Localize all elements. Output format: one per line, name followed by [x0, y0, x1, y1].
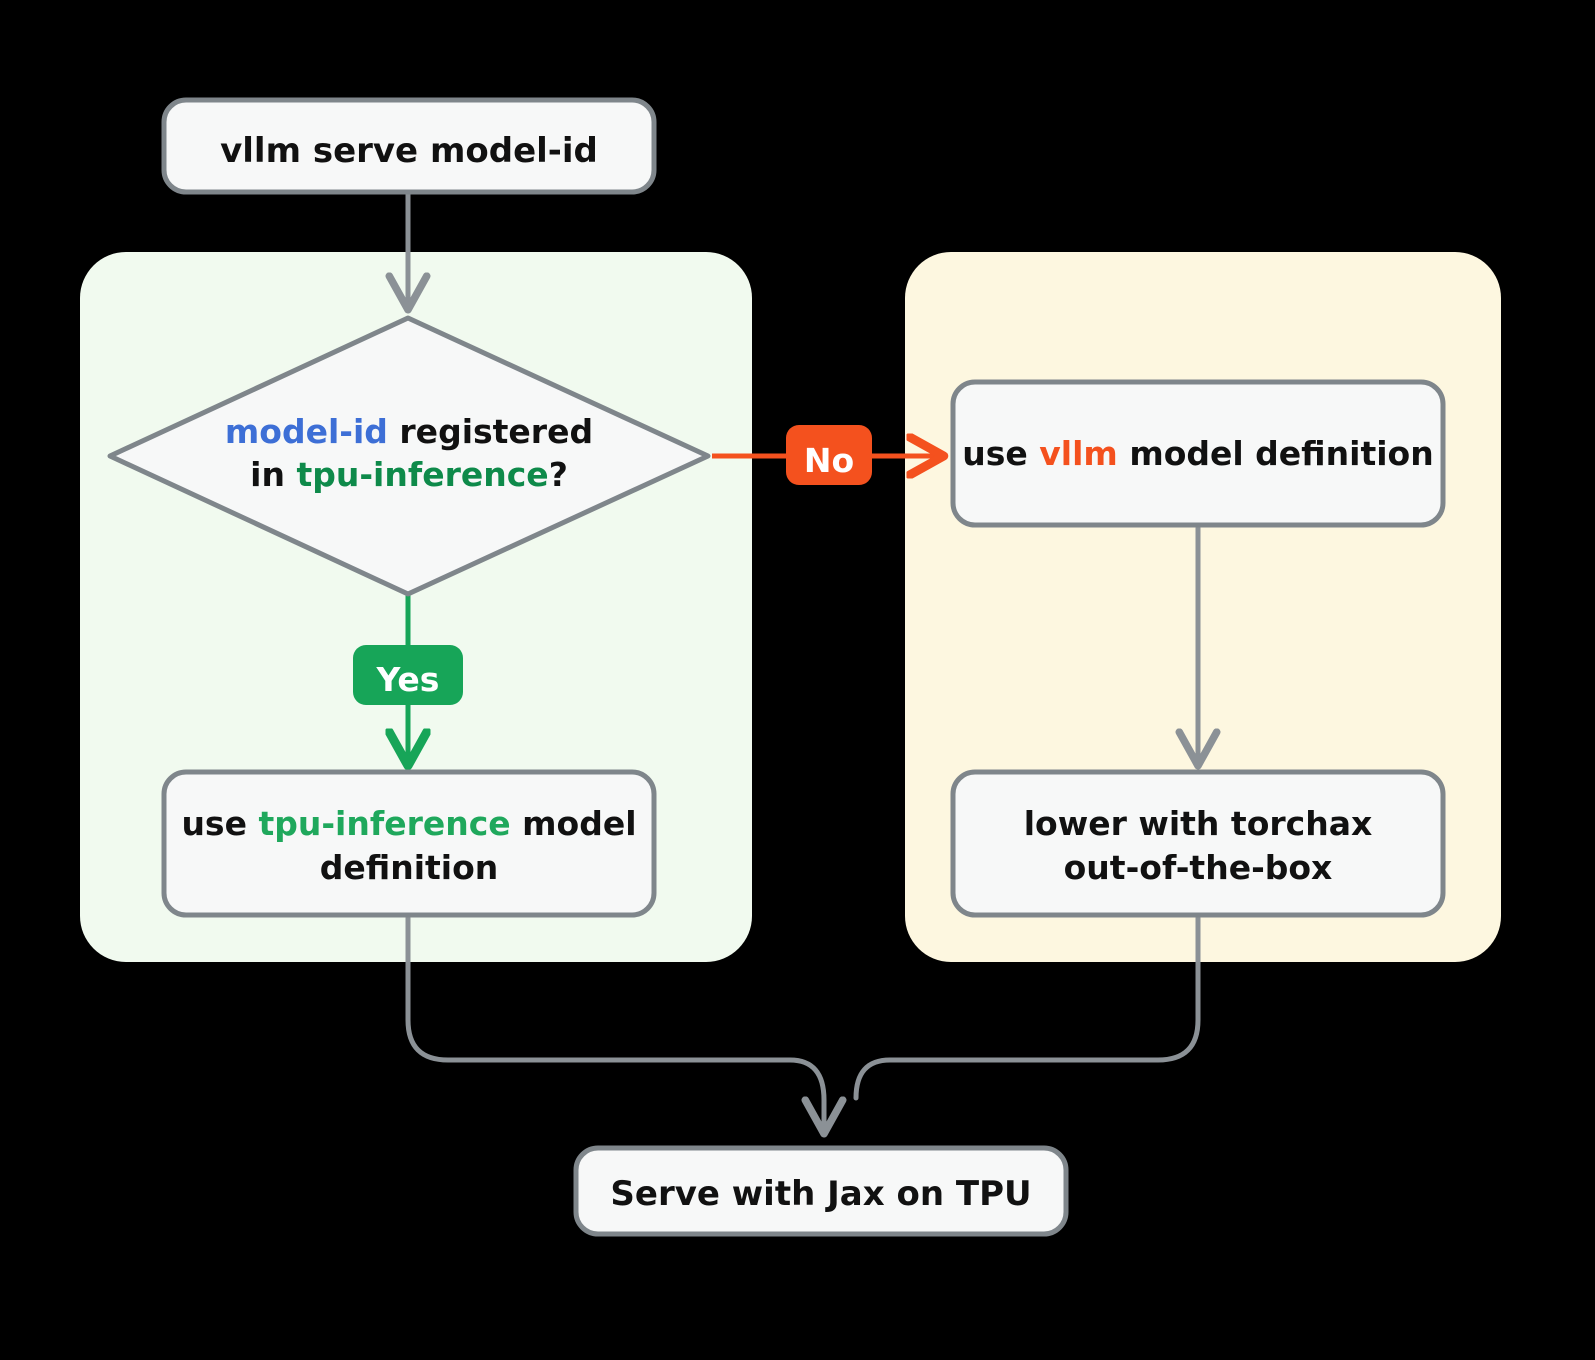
no-badge-shape	[786, 425, 872, 485]
edge-tpu-inference-to-serve	[405, 915, 793, 1063]
vllm-node-vllm-token: vllm	[1039, 434, 1118, 473]
serve-node[interactable]: Serve with Jax on TPU	[573, 1145, 1069, 1237]
yes-badge-label: Yes	[376, 660, 440, 699]
serve-node-shape	[573, 1145, 1069, 1237]
decision-question-token: ?	[549, 455, 568, 494]
start-node[interactable]: vllm serve model-id	[161, 97, 657, 195]
vllm-node-use-token: use	[962, 434, 1039, 473]
vllm-node[interactable]: use vllm model definition	[950, 379, 1446, 528]
torchax-node-line2: out-of-the-box	[1064, 848, 1333, 887]
decision-registered-token: registered	[388, 412, 593, 451]
decision-model-id-token: model-id	[225, 412, 388, 451]
edge-merge-right-join	[853, 1057, 893, 1101]
start-node-shape	[161, 97, 657, 195]
start-node-label: vllm serve model-id	[220, 131, 598, 171]
decision-node-line2: in tpu-inference?	[250, 455, 568, 494]
no-badge-label: No	[804, 441, 854, 480]
torchax-node-shape	[950, 769, 1446, 918]
torchax-node-line1: lower with torchax	[1024, 804, 1373, 843]
tpu-inference-node-line1: use tpu-inference model	[181, 804, 636, 843]
yes-badge[interactable]: Yes	[353, 645, 463, 705]
tpu-inference-node-shape	[161, 769, 657, 918]
decision-tpu-inference-token: tpu-inference	[296, 455, 548, 494]
vllm-node-label: use vllm model definition	[962, 434, 1433, 473]
torchax-node[interactable]: lower with torchax out-of-the-box	[950, 769, 1446, 918]
vllm-node-model-definition-token: model definition	[1118, 434, 1434, 473]
edge-merge-to-serve	[787, 1057, 847, 1138]
tpu-inference-node-line2: definition	[320, 848, 499, 887]
no-badge[interactable]: No	[786, 425, 872, 485]
vllm-node-shape	[950, 379, 1446, 528]
decision-node[interactable]: model-id registered in tpu-inference?	[107, 315, 711, 597]
decision-in-token: in	[250, 455, 296, 494]
edge-torchax-to-serve	[887, 915, 1201, 1063]
tpu-node-model-token: model	[511, 804, 637, 843]
tpu-node-tpu-inference-token: tpu-inference	[258, 804, 510, 843]
tpu-inference-node[interactable]: use tpu-inference model definition	[161, 769, 657, 918]
serve-node-label: Serve with Jax on TPU	[610, 1174, 1031, 1214]
decision-node-line1: model-id registered	[225, 412, 593, 451]
decision-node-shape	[107, 315, 711, 597]
tpu-node-use-token: use	[181, 804, 258, 843]
yes-badge-shape	[353, 645, 463, 705]
